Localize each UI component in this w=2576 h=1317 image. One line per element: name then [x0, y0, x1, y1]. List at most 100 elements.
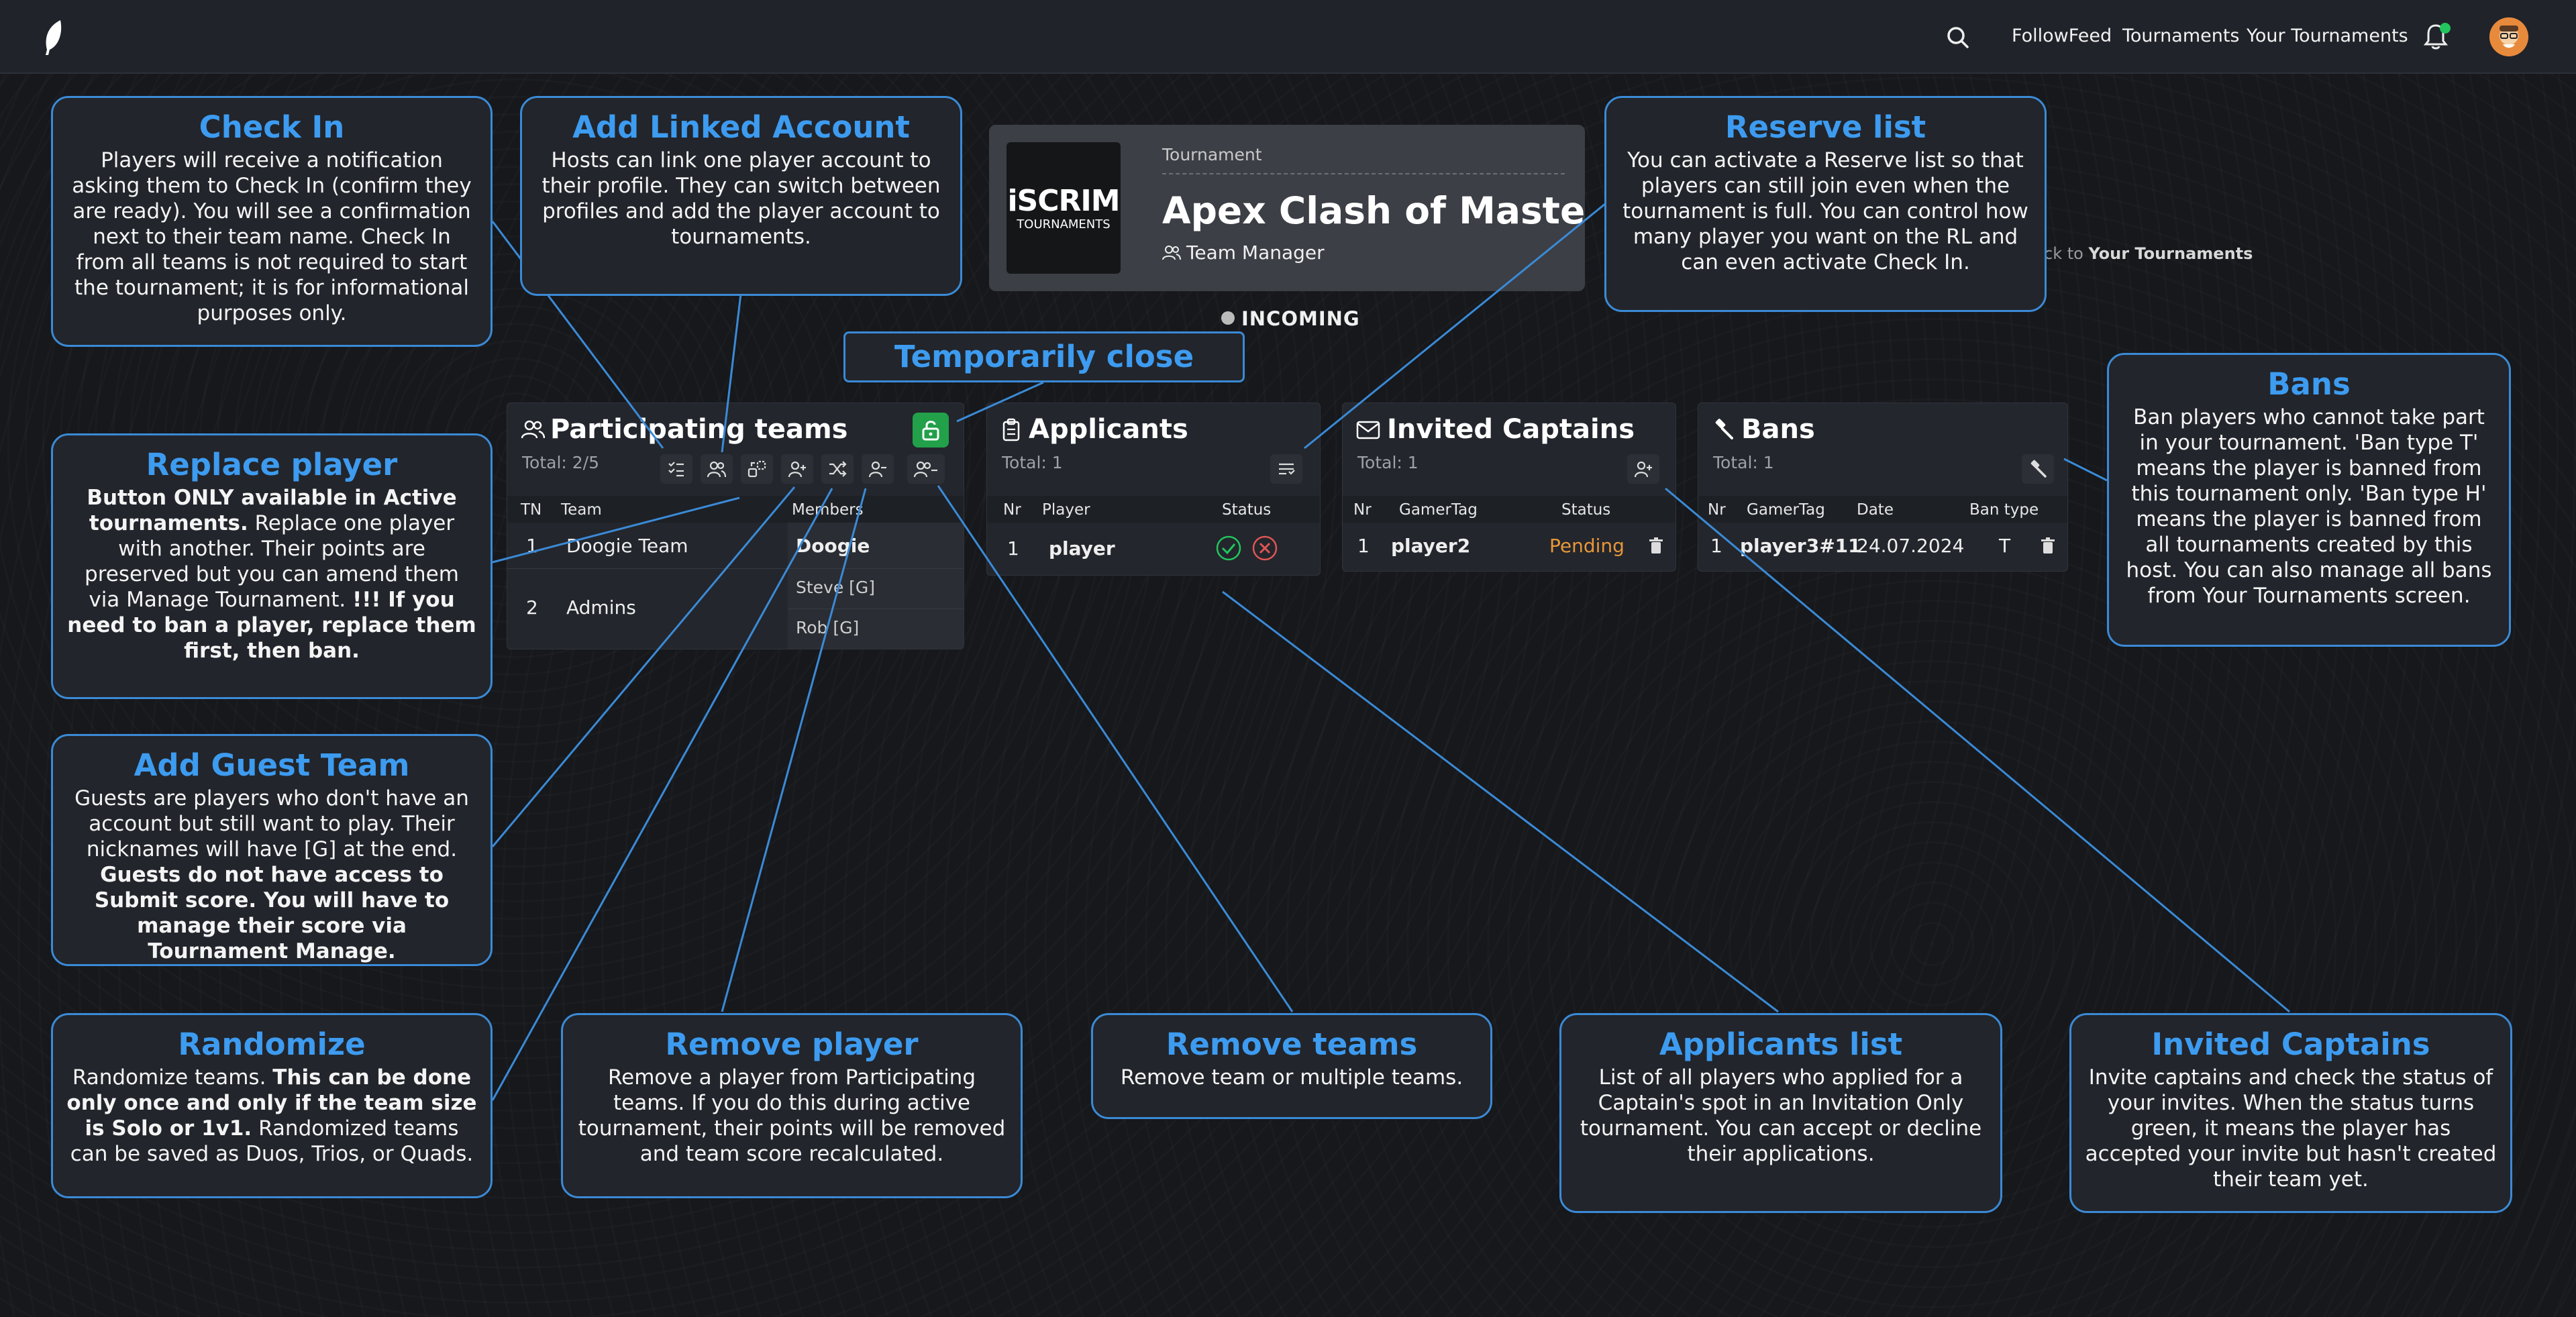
top-nav: FollowFeed Tournaments Your Tournaments: [0, 0, 2576, 74]
remove-player-button[interactable]: [862, 454, 894, 484]
remove-teams-button[interactable]: [907, 454, 945, 484]
ban-player-button[interactable]: [2022, 454, 2054, 484]
panel-title: Participating teams: [550, 414, 848, 445]
panel-total: Total: 2/5: [522, 453, 599, 472]
table-cell: Rob [G]: [796, 618, 860, 637]
user-plus-icon: [788, 461, 806, 478]
table-cell: 1: [526, 535, 538, 557]
users-icon: [1162, 246, 1181, 260]
column-header: GamerTag: [1399, 501, 1478, 519]
table-cell: T: [1999, 535, 2011, 557]
column-header: Nr: [1003, 501, 1021, 519]
callout-title: Add Guest Team: [134, 747, 410, 783]
table-cell: player: [1049, 537, 1115, 560]
callout-body: You can activate a Reserve list so that …: [1622, 148, 2028, 274]
user-minus-icon: [868, 461, 886, 478]
check-in-button[interactable]: [660, 454, 692, 484]
search-icon[interactable]: [1945, 24, 1971, 51]
feather-logo-icon[interactable]: [40, 19, 67, 56]
panel-total: Total: 1: [1357, 453, 1419, 472]
table-header: [1343, 496, 1676, 523]
gavel-icon: [2030, 460, 2047, 478]
shuffle-icon: [829, 461, 847, 477]
column-header: Player: [1042, 501, 1090, 519]
gavel-icon: [1715, 419, 1733, 439]
users-minus-icon: [914, 461, 937, 478]
randomize-button[interactable]: [821, 454, 854, 484]
table-cell: 2: [526, 596, 538, 619]
column-header: Nr: [1353, 501, 1372, 519]
nav-link-your-tournaments[interactable]: Your Tournaments: [2247, 25, 2408, 46]
callout-title: Remove player: [665, 1026, 919, 1062]
table-cell: Doogie Team: [566, 535, 688, 557]
callout-body: Hosts can link one player account to the…: [542, 148, 941, 249]
column-header: GamerTag: [1747, 501, 1825, 519]
table-cell: 1: [1007, 537, 1019, 560]
replace-icon: [748, 460, 766, 478]
divider: [1162, 173, 1565, 174]
replace-player-button[interactable]: [741, 454, 773, 484]
callout-title: Reserve list: [1724, 109, 1926, 145]
column-header: Status: [1561, 501, 1611, 519]
table-cell: 1: [1710, 535, 1722, 557]
back-link[interactable]: ck to Your Tournaments: [2044, 244, 2253, 263]
callout-title: Applicants list: [1659, 1026, 1903, 1062]
panel-total: Total: 1: [1002, 453, 1063, 472]
callout-title: Bans: [2267, 366, 2351, 402]
table-cell: Admins: [566, 596, 636, 619]
add-linked-account-button[interactable]: [701, 454, 733, 484]
callout-add-linked-account: Add Linked Account Hosts can link one pl…: [520, 96, 962, 296]
callout-remove-teams: Remove teams Remove team or multiple tea…: [1091, 1013, 1492, 1119]
callout-title: Invited Captains: [2151, 1026, 2430, 1062]
callout-check-in: Check In Players will receive a notifica…: [51, 96, 493, 347]
column-header: Nr: [1708, 501, 1726, 519]
list-icon: [1279, 463, 1295, 475]
callout-invited-captains: Invited Captains Invite captains and che…: [2069, 1013, 2512, 1213]
column-header: Date: [1857, 501, 1894, 519]
column-header: Status: [1222, 501, 1272, 519]
table-cell: Doogie: [796, 535, 870, 557]
tournament-logo: iSCRIM TOURNAMENTS: [1007, 142, 1121, 274]
avatar[interactable]: [2489, 17, 2528, 56]
callout-temporarily-close: Temporarily close: [843, 331, 1245, 382]
add-guest-team-button[interactable]: [781, 454, 813, 484]
column-header: Members: [792, 501, 864, 519]
panel-title: Invited Captains: [1387, 414, 1635, 445]
status-dot-icon: [1221, 311, 1235, 325]
panel-title: Bans: [1741, 414, 1815, 445]
reserve-list-button[interactable]: [1270, 454, 1302, 484]
applicants-panel: Applicants Total: 1 Nr Player Status 1 p…: [986, 403, 1321, 576]
callout-title: Add Linked Account: [572, 109, 910, 145]
checklist-icon: [668, 462, 684, 477]
table-cell: 1: [1357, 535, 1370, 557]
invite-captain-button[interactable]: [1627, 454, 1659, 484]
nav-link-tournaments[interactable]: Tournaments: [2122, 25, 2240, 46]
accept-icon[interactable]: [1215, 535, 1242, 562]
tournament-status: INCOMING: [1241, 307, 1360, 330]
callout-add-guest-team: Add Guest Team Guests are players who do…: [51, 734, 493, 966]
callout-body: Remove team or multiple teams.: [1120, 1065, 1463, 1090]
column-header: Ban type: [1969, 501, 2039, 519]
callout-body: Button ONLY available in Active tourname…: [67, 486, 476, 663]
callout-bans: Bans Ban players who cannot take part in…: [2107, 353, 2511, 647]
callout-title: Randomize: [178, 1026, 366, 1062]
user-plus-icon: [1634, 461, 1652, 478]
callout-reserve-list: Reserve list You can activate a Reserve …: [1604, 96, 2047, 312]
callout-title: Replace player: [146, 447, 398, 482]
trash-icon[interactable]: [1649, 537, 1663, 555]
callout-randomize: Randomize Randomize teams. This can be d…: [51, 1013, 493, 1198]
callout-body: Remove a player from Participating teams…: [578, 1065, 1006, 1166]
callout-body: Randomize teams. This can be done only o…: [66, 1065, 477, 1166]
nav-link-followfeed[interactable]: FollowFeed: [2012, 25, 2112, 46]
trash-icon[interactable]: [2041, 537, 2055, 555]
tournament-card: iSCRIM TOURNAMENTS Tournament Apex Clash…: [989, 125, 1585, 291]
unlock-toggle-button[interactable]: [913, 413, 949, 447]
users-icon: [707, 461, 726, 478]
callout-body: Players will receive a notification aski…: [72, 148, 472, 325]
table-cell: player2: [1391, 535, 1471, 557]
panel-total: Total: 1: [1713, 453, 1774, 472]
table-cell: player3#11: [1740, 535, 1861, 557]
callout-replace-player: Replace player Button ONLY available in …: [51, 433, 493, 699]
callout-body: List of all players who applied for a Ca…: [1580, 1065, 1982, 1166]
decline-icon[interactable]: [1251, 535, 1278, 562]
